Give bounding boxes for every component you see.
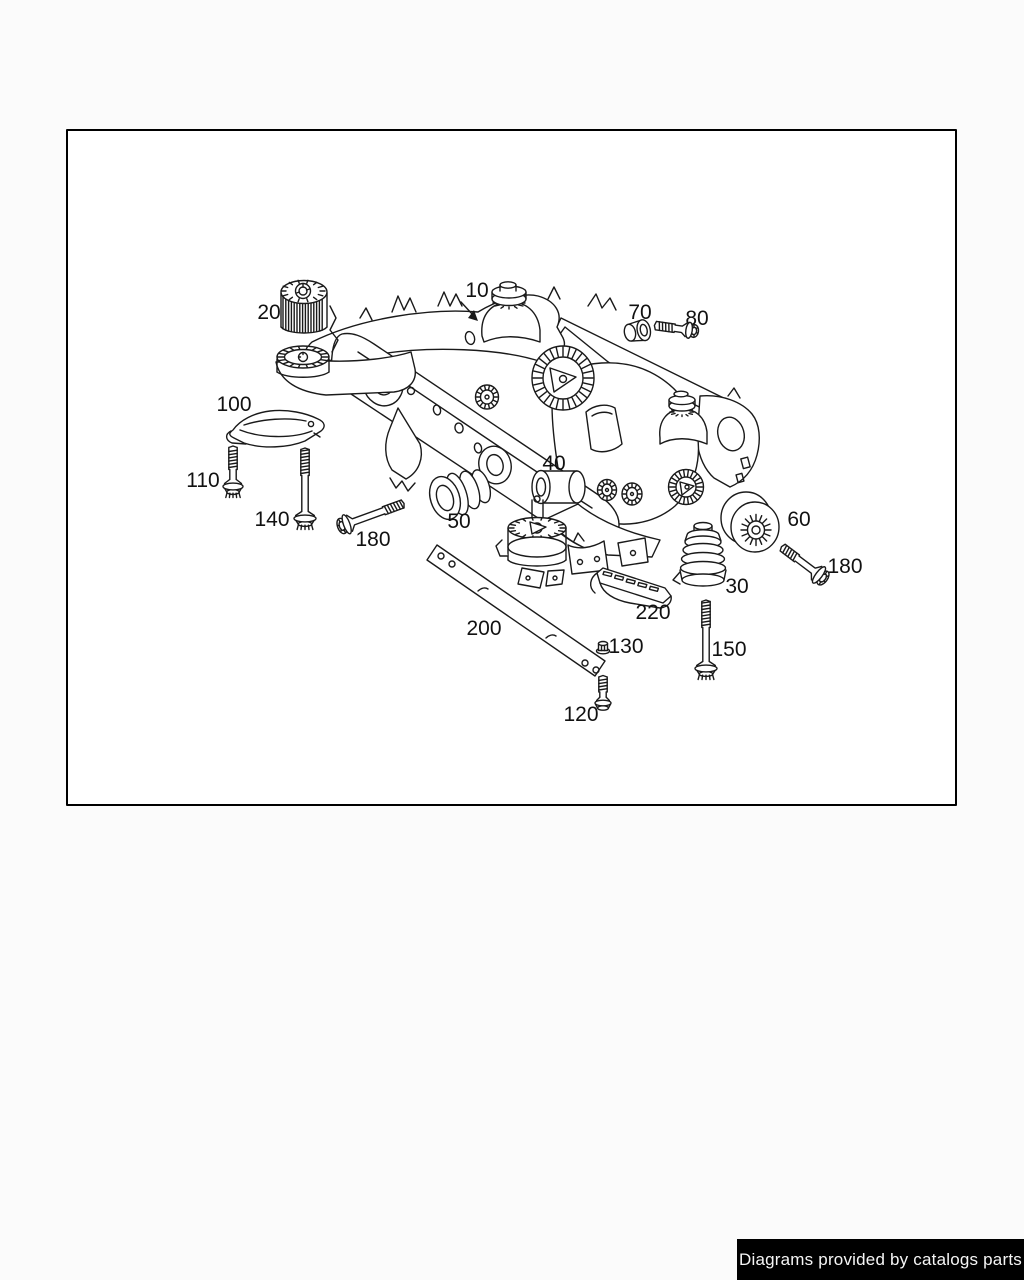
part-callout-70: 70 xyxy=(628,301,651,324)
ring-center xyxy=(531,345,595,411)
part-callout-100: 100 xyxy=(216,393,251,416)
part-callout-10: 10 xyxy=(465,279,488,302)
part-70-sleeve xyxy=(623,319,652,342)
ring-40-b xyxy=(621,482,643,506)
part-callout-20: 20 xyxy=(257,301,280,324)
attribution-text: Diagrams provided by catalogs parts xyxy=(739,1249,1022,1269)
bolt-part-80 xyxy=(653,320,700,339)
part-100-bracket xyxy=(225,409,325,448)
bolt-part-180-left xyxy=(336,499,405,535)
part-callout-200: 200 xyxy=(466,617,501,640)
part-callout-60: 60 xyxy=(787,508,810,531)
part-30-mount xyxy=(672,521,727,587)
part-220-bracket xyxy=(590,567,672,609)
bolt-part-150 xyxy=(694,599,718,681)
part-20-bushing xyxy=(280,279,328,334)
attribution-bar: Diagrams provided by catalogs parts xyxy=(737,1239,1024,1280)
part-callout-150: 150 xyxy=(711,638,746,661)
part-50-bushing xyxy=(428,469,492,521)
part-callout-180: 180 xyxy=(355,528,390,551)
part-callout-50: 50 xyxy=(447,510,470,533)
bolt-part-110 xyxy=(222,445,244,499)
leader-line-10 xyxy=(460,301,478,321)
part-callout-30: 30 xyxy=(725,575,748,598)
part-60-bushing xyxy=(720,491,780,553)
bolt-part-120 xyxy=(594,674,612,711)
ring-40-a xyxy=(596,478,618,502)
right-mount xyxy=(659,390,708,445)
ring-right xyxy=(667,468,705,506)
part-callout-180: 180 xyxy=(827,555,862,578)
part-callout-140: 140 xyxy=(254,508,289,531)
part-40-bushing xyxy=(531,469,586,505)
ring-small-left xyxy=(474,384,500,410)
part-callout-40: 40 xyxy=(542,452,565,475)
part-callout-110: 110 xyxy=(186,469,219,492)
part-callout-130: 130 xyxy=(608,635,643,658)
part-130-nut xyxy=(595,640,611,655)
part-10-mount xyxy=(481,281,541,343)
part-200-bar xyxy=(426,544,606,677)
bolt-part-180-right xyxy=(779,543,830,586)
vibration-damper xyxy=(495,495,567,589)
part-20-seat-bushing xyxy=(276,345,330,378)
part-callout-120: 120 xyxy=(563,703,598,726)
part-callout-220: 220 xyxy=(635,601,670,624)
bolt-part-140 xyxy=(293,447,317,531)
